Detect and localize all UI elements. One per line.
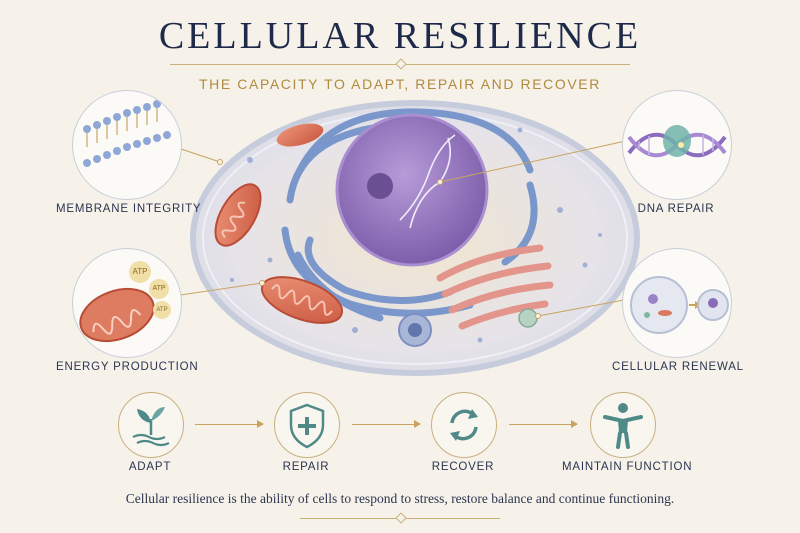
- maintain-function-step-circle: [590, 392, 656, 458]
- mitochondrion-upper: [214, 183, 262, 247]
- recycle-arrows-icon: [450, 409, 478, 441]
- atp-badge-3: ATP: [153, 301, 171, 319]
- mitochondrion-icon: [79, 287, 155, 343]
- cytoplasm-granules: [230, 127, 602, 343]
- footer-definition: Cellular resilience is the ability of ce…: [125, 491, 675, 506]
- page-subtitle: THE CAPACITY TO ADAPT, REPAIR AND RECOVE…: [199, 76, 601, 92]
- arrow-adapt-to-repair: [195, 420, 264, 428]
- vesicle: [518, 308, 538, 328]
- recover-step-circle: [431, 392, 497, 458]
- phospholipid-bilayer-icon: [83, 97, 171, 167]
- repair-step-label: REPAIR: [282, 461, 330, 473]
- cellular-renewal-label: CELLULAR RENEWAL: [612, 361, 744, 373]
- shield-plus-icon: [289, 403, 325, 449]
- mitochondrion-small: [276, 123, 324, 147]
- atp-badge-1: ATP: [129, 261, 151, 283]
- atp-badge-2: ATP: [149, 279, 169, 299]
- repair-step-circle: [274, 392, 340, 458]
- recover-step-label: RECOVER: [431, 461, 495, 473]
- dna-repair-label: DNA REPAIR: [637, 203, 715, 215]
- person-icon: [603, 403, 643, 449]
- nucleus: [335, 113, 489, 267]
- energy-production-circle: ATP ATP ATP: [72, 248, 182, 358]
- sprout-icon: [132, 407, 170, 447]
- page-title: CELLULAR RESILIENCE: [158, 15, 642, 57]
- maintain-function-step-label: MAINTAIN FUNCTION: [562, 461, 693, 473]
- nucleolus: [367, 173, 393, 199]
- adapt-step-label: ADAPT: [128, 461, 172, 473]
- cellular-renewal-circle: [622, 248, 732, 358]
- arrow-repair-to-recover: [352, 420, 421, 428]
- golgi-apparatus: [436, 244, 554, 330]
- membrane-integrity-label: MEMBRANE INTEGRITY: [56, 203, 202, 215]
- energy-production-label: ENERGY PRODUCTION: [56, 361, 199, 373]
- dna-helix-icon: [627, 125, 727, 158]
- membrane-integrity-circle: [72, 90, 182, 200]
- dna-repair-circle: [622, 90, 732, 200]
- arrow-recover-to-maintain: [509, 420, 578, 428]
- cell-division-icon: [630, 276, 729, 334]
- adapt-step-circle: [118, 392, 184, 458]
